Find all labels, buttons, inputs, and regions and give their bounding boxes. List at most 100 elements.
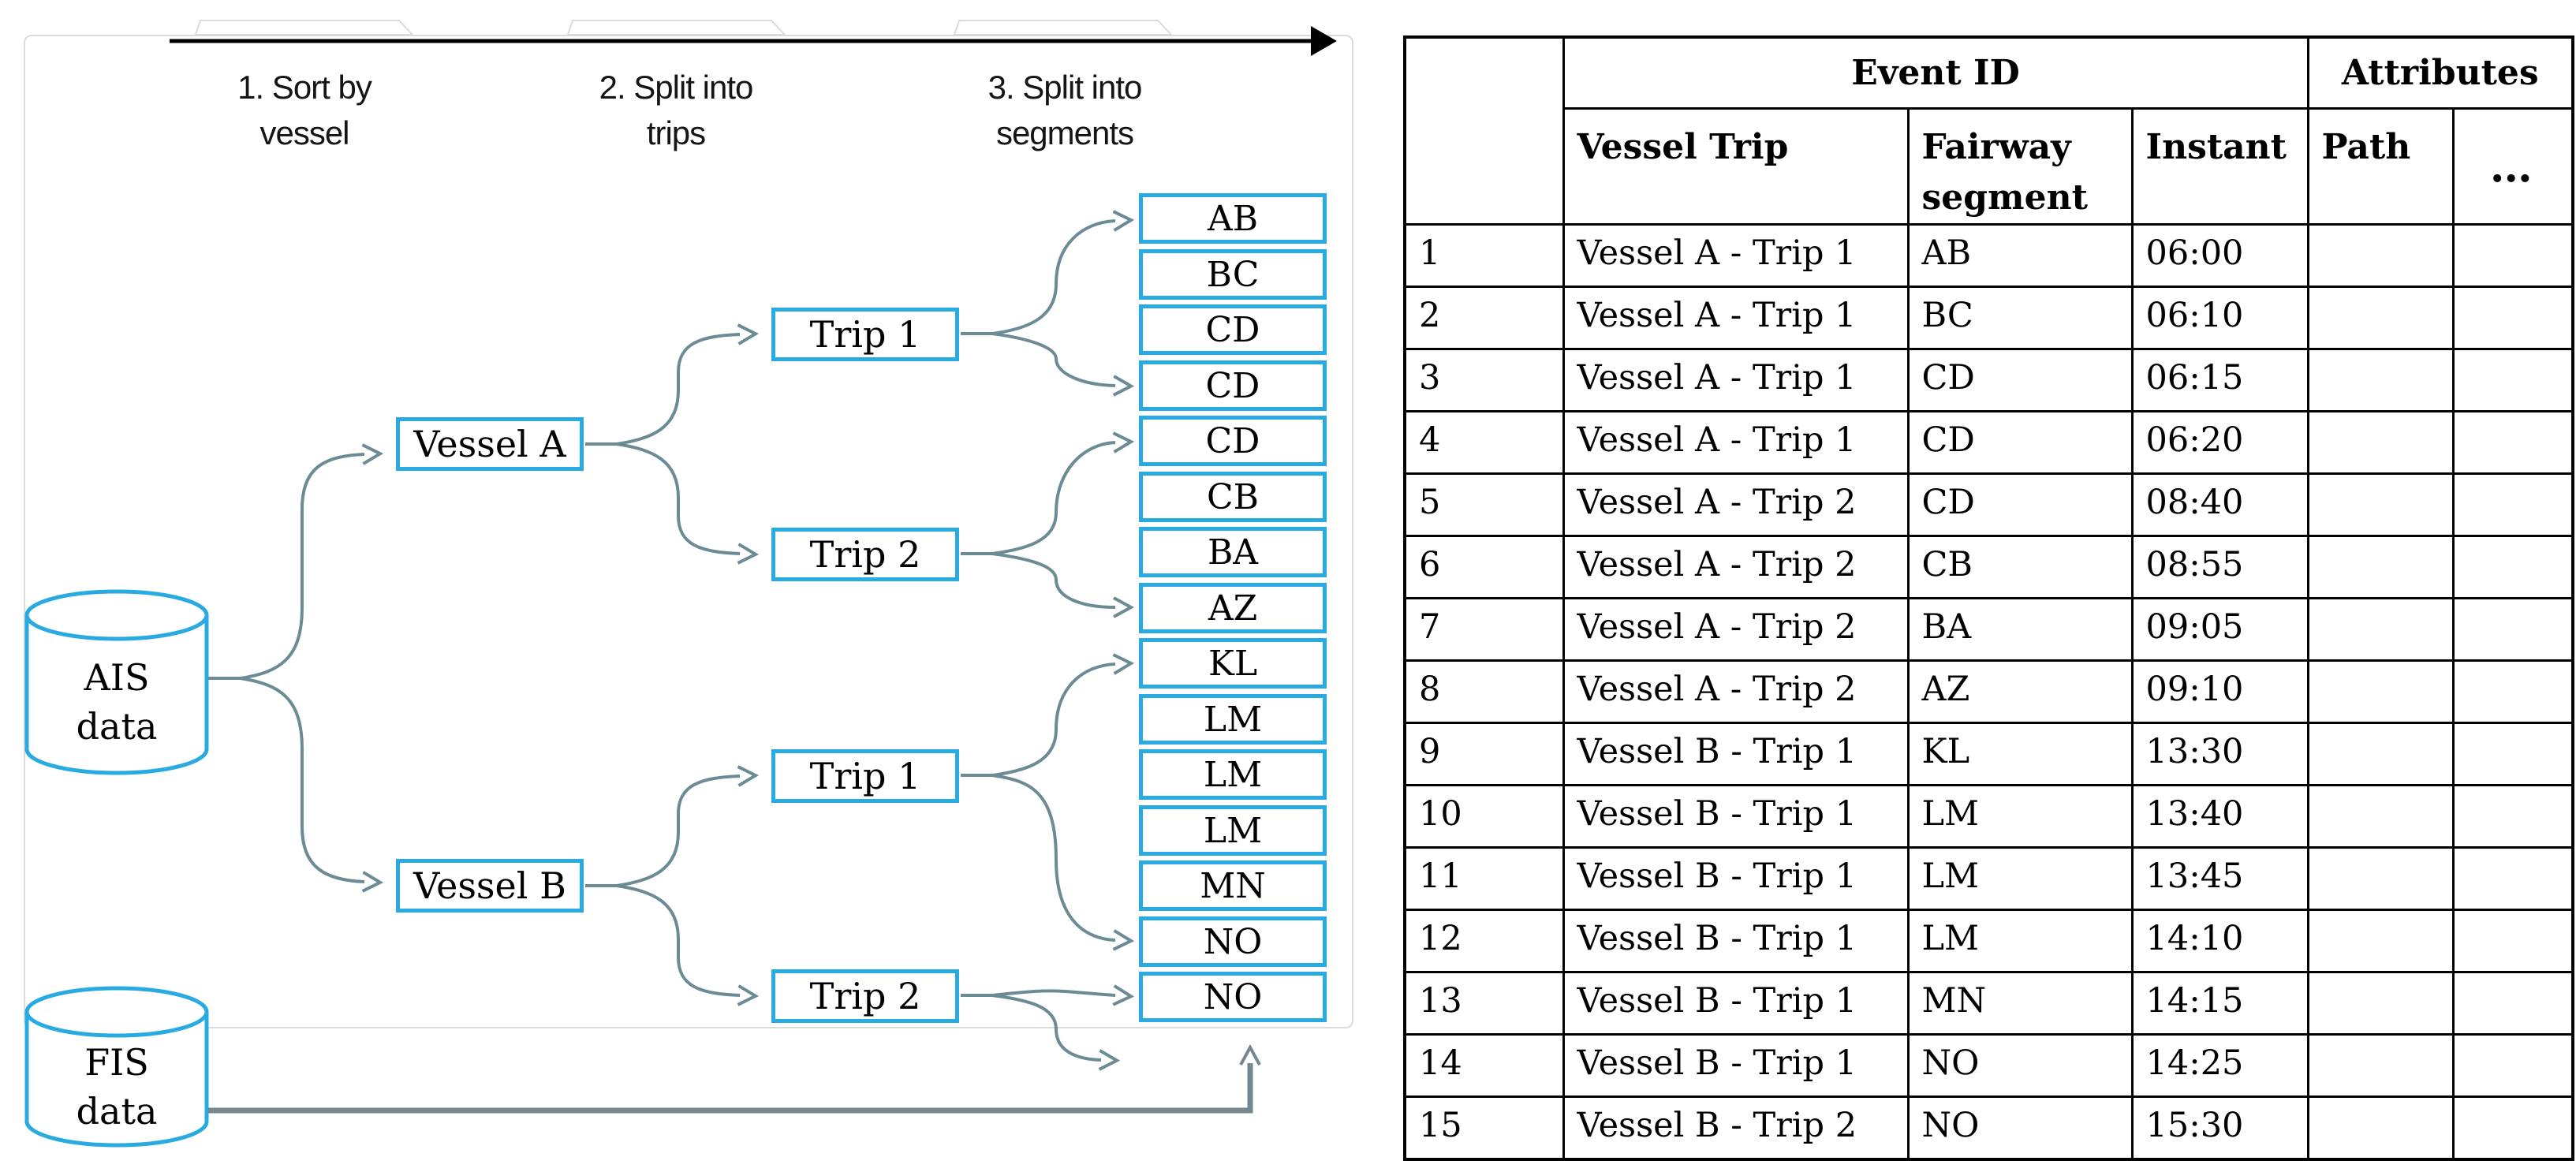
path-cell	[2306, 285, 2455, 350]
step-2-line2: trips	[646, 114, 706, 151]
vessel-trip-cell: Vessel A - Trip 1	[1562, 285, 1910, 350]
segment-box-11: LM	[1139, 749, 1327, 800]
more-cell	[2451, 721, 2574, 786]
vessel-b-fork-arrows	[585, 765, 760, 1006]
table-row: 6 Vessel A - Trip 2 CB 08:55	[1403, 534, 2574, 599]
table-row: 3 Vessel A - Trip 1 CD 06:15	[1403, 347, 2574, 412]
segment-box-3: CD	[1139, 304, 1327, 355]
row-number-cell: 7	[1403, 596, 1565, 662]
fairway-segment-cell: LM	[1906, 845, 2134, 911]
vessel-trip-column-header: Vessel Trip	[1562, 107, 1910, 226]
vessel-a-node: Vessel A	[396, 417, 584, 471]
path-cell	[2306, 222, 2455, 288]
vessel-trip-cell: Vessel A - Trip 2	[1562, 534, 1910, 599]
instant-cell: 06:15	[2130, 347, 2309, 412]
path-cell	[2306, 596, 2455, 662]
trip-b1-fork-arrows	[961, 653, 1135, 951]
more-cell	[2451, 659, 2574, 724]
fis-label-line1: FIS	[84, 1041, 149, 1084]
fairway-segment-cell: MN	[1906, 970, 2134, 1036]
fairway-segment-cell: AB	[1906, 222, 2134, 288]
row-number-cell: 12	[1403, 908, 1565, 973]
step-tab-shapes	[194, 20, 1174, 35]
row-number-cell: 9	[1403, 721, 1565, 786]
ais-database-icon	[24, 589, 209, 775]
table-row: 7 Vessel A - Trip 2 BA 09:05	[1403, 596, 2574, 662]
table-row: 1 Vessel A - Trip 1 AB 06:00	[1403, 222, 2574, 288]
row-number-cell: 14	[1403, 1032, 1565, 1098]
instant-cell: 09:05	[2130, 596, 2309, 662]
fairway-segment-cell: BC	[1906, 285, 2134, 350]
row-number-cell: 8	[1403, 659, 1565, 724]
more-cell	[2451, 409, 2574, 475]
segment-box-6: CB	[1139, 472, 1327, 522]
instant-column-header: Instant	[2130, 107, 2309, 226]
more-cell	[2451, 1095, 2574, 1161]
more-cell	[2451, 534, 2574, 599]
row-number-cell: 13	[1403, 970, 1565, 1036]
fairway-segment-cell: LM	[1906, 908, 2134, 973]
row-number-cell: 15	[1403, 1095, 1565, 1161]
segment-box-8: AZ	[1139, 583, 1327, 633]
ais-label-line1: AIS	[84, 656, 150, 699]
more-cell	[2451, 970, 2574, 1036]
instant-cell: 08:40	[2130, 472, 2309, 537]
fairway-segment-cell: CB	[1906, 534, 2134, 599]
more-cell	[2451, 222, 2574, 288]
segment-box-15: NO	[1139, 972, 1327, 1022]
step-2-line1: 2. Split into	[599, 69, 754, 106]
segment-box-9: KL	[1139, 638, 1327, 689]
table-row: 10 Vessel B - Trip 1 LM 13:40	[1403, 783, 2574, 849]
instant-cell: 08:55	[2130, 534, 2309, 599]
fairway-segment-cell: BA	[1906, 596, 2134, 662]
ais-fork-arrows	[208, 443, 384, 893]
instant-cell: 09:10	[2130, 659, 2309, 724]
row-number-cell: 5	[1403, 472, 1565, 537]
fairway-segment-cell: CD	[1906, 472, 2134, 537]
step-3-line2: segments	[995, 114, 1134, 151]
vessel-trip-cell: Vessel A - Trip 2	[1562, 596, 1910, 662]
table-row: 8 Vessel A - Trip 2 AZ 09:10	[1403, 659, 2574, 724]
more-cell	[2451, 1032, 2574, 1098]
row-number-cell: 1	[1403, 222, 1565, 288]
path-cell	[2306, 472, 2455, 537]
more-cell	[2451, 472, 2574, 537]
table-row: 13 Vessel B - Trip 1 MN 14:15	[1403, 970, 2574, 1036]
row-number-cell: 6	[1403, 534, 1565, 599]
segment-box-10: LM	[1139, 694, 1327, 745]
path-cell	[2306, 721, 2455, 786]
path-cell	[2306, 659, 2455, 724]
vessel-trip-cell: Vessel B - Trip 1	[1562, 970, 1910, 1036]
step-1-label: 1. Sort by vessel	[170, 65, 439, 156]
table-row: 5 Vessel A - Trip 2 CD 08:40	[1403, 472, 2574, 537]
more-cell	[2451, 783, 2574, 849]
path-cell	[2306, 347, 2455, 412]
diagram-background-panel	[24, 35, 1353, 1028]
vessel-trip-cell: Vessel A - Trip 2	[1562, 472, 1910, 537]
table-row: 11 Vessel B - Trip 1 LM 13:45	[1403, 845, 2574, 911]
segment-box-1: AB	[1139, 193, 1327, 244]
more-cell	[2451, 285, 2574, 350]
row-number-cell: 3	[1403, 347, 1565, 412]
fis-label-line2: data	[76, 1090, 158, 1133]
vessel-trip-cell: Vessel B - Trip 2	[1562, 1095, 1910, 1161]
segment-box-13: MN	[1139, 860, 1327, 911]
instant-cell: 13:40	[2130, 783, 2309, 849]
step-1-line2: vessel	[259, 114, 349, 151]
vessel-trip-cell: Vessel B - Trip 1	[1562, 1032, 1910, 1098]
more-cell	[2451, 347, 2574, 412]
table-row: 9 Vessel B - Trip 1 KL 13:30	[1403, 721, 2574, 786]
trip-a2-node: Trip 2	[771, 528, 959, 581]
vessel-trip-cell: Vessel B - Trip 1	[1562, 908, 1910, 973]
more-columns-header: …	[2451, 107, 2574, 226]
fis-to-segments-arrow	[208, 1043, 1261, 1114]
fairway-segment-cell: CD	[1906, 347, 2134, 412]
path-cell	[2306, 1095, 2455, 1161]
more-cell	[2451, 908, 2574, 973]
path-column-header: Path	[2306, 107, 2455, 226]
fairway-segment-cell: LM	[1906, 783, 2134, 849]
attributes-group-header: Attributes	[2306, 35, 2574, 110]
fairway-segment-cell: KL	[1906, 721, 2134, 786]
vessel-trip-cell: Vessel B - Trip 1	[1562, 845, 1910, 911]
